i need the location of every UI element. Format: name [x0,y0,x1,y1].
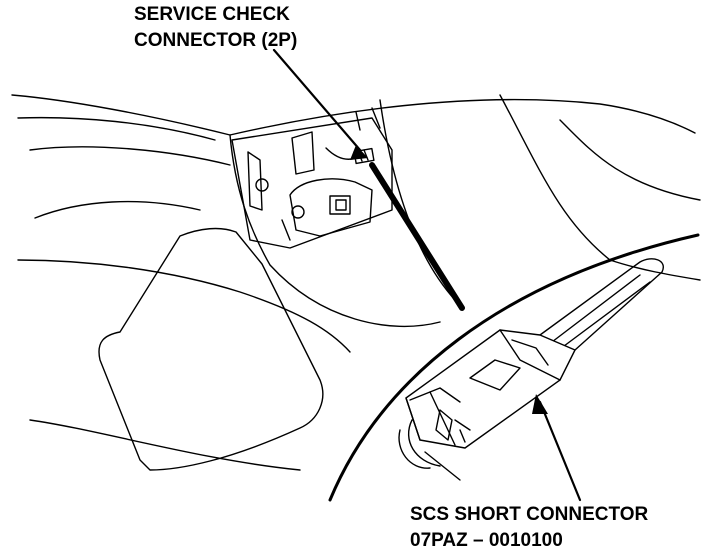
service-check-connector-shape [325,147,375,165]
scs-short-label-line1: SCS SHORT CONNECTOR [410,504,649,525]
service-check-label-line1: SERVICE CHECK [134,4,290,25]
leader-scs-short [538,400,582,502]
leader-service-check [272,48,362,152]
dashboard-outline [11,94,701,471]
leader-lines [272,48,582,502]
inset-outline [328,233,700,502]
console-panel [231,107,393,249]
service-check-connector-label: SERVICE CHECK CONNECTOR (2P) [134,2,297,54]
floor-mat [98,227,324,471]
magnify-pointer [369,162,465,311]
arrowhead-service-check [350,145,368,160]
scs-short-connector-label: SCS SHORT CONNECTOR 07PAZ – 0010100 [410,502,648,554]
scs-short-label-line2: 07PAZ – 0010100 [410,530,563,551]
arrowhead-scs-short [532,394,548,414]
service-check-label-line2: CONNECTOR (2P) [134,30,298,51]
scs-short-connector-shape [398,258,664,481]
